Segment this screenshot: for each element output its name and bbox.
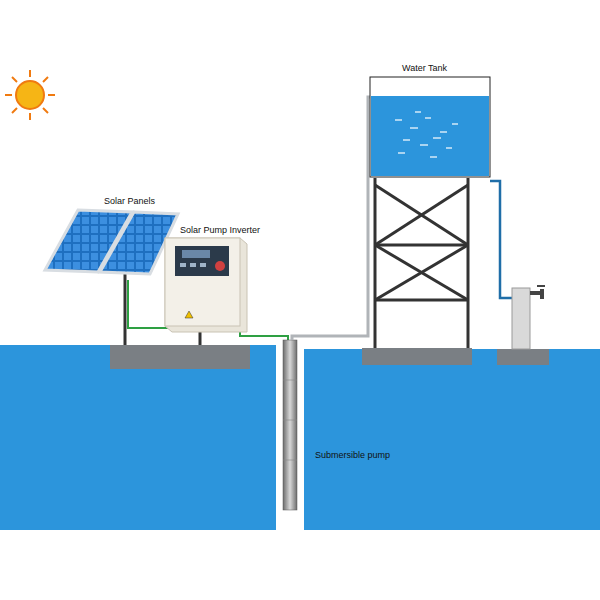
tap-foundation xyxy=(497,349,549,365)
panels-label: Solar Panels xyxy=(104,197,155,207)
ground-left xyxy=(0,345,276,530)
tank-label: Water Tank xyxy=(402,64,447,74)
submersible-pump xyxy=(283,340,297,510)
solar-pump-inverter xyxy=(165,238,247,332)
ground-right xyxy=(304,349,600,530)
solar-panels xyxy=(45,210,178,274)
outlet-pipe xyxy=(490,181,525,298)
tower-foundation xyxy=(362,348,472,365)
panel-foundation xyxy=(110,345,250,369)
inverter-label: Solar Pump Inverter xyxy=(180,226,260,236)
pump-rings xyxy=(283,380,297,460)
riser-pipe xyxy=(292,97,380,340)
water-tank xyxy=(370,77,490,177)
pump-label: Submersible pump xyxy=(315,451,390,461)
tap-post xyxy=(512,286,545,349)
sun xyxy=(5,70,55,120)
tank-tower xyxy=(375,178,468,348)
